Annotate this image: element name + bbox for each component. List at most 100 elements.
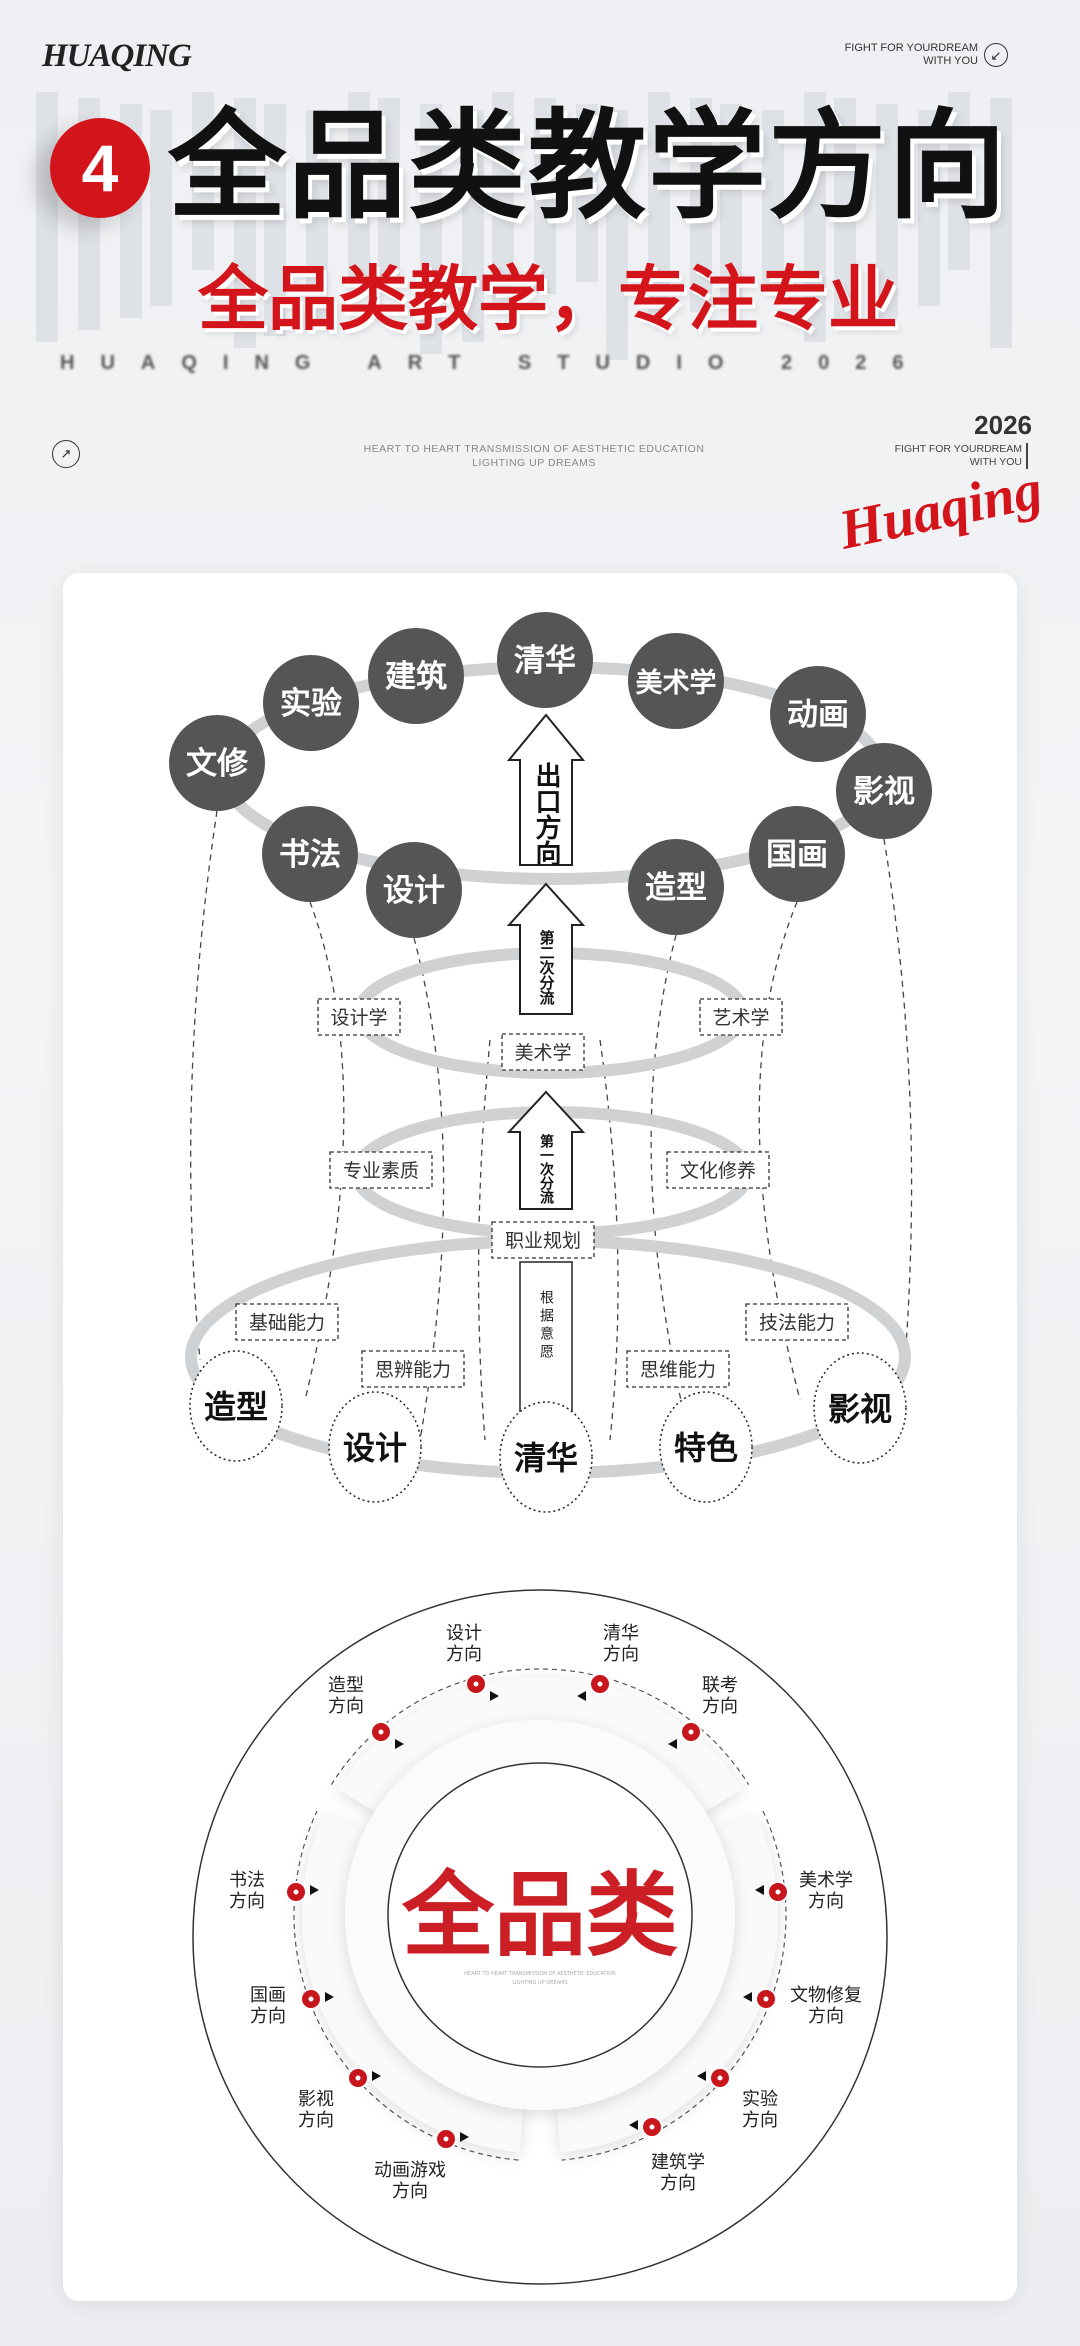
page-subtitle: 全品类教学，专注专业 xyxy=(198,258,898,340)
ability-label-box xyxy=(626,1350,730,1388)
outlet-label: 美术学 xyxy=(636,667,717,699)
direction-dot-center xyxy=(649,2124,655,2130)
dashed-connector xyxy=(599,1039,619,1441)
outlet-label: 造型 xyxy=(645,870,707,906)
triangle-pointer-icon xyxy=(490,1691,499,1701)
up-arrow-icon xyxy=(506,1090,586,1210)
up-arrow-icon xyxy=(506,882,586,1015)
flow-diagram: 文修实验建筑清华美术学动画影视国画造型设计书法设计学美术学艺术学专业素质职业规划… xyxy=(169,612,932,1513)
outlet-circle xyxy=(497,612,593,708)
base-circle xyxy=(328,1391,422,1503)
direction-label: 动画游戏 xyxy=(374,2160,446,2181)
level2-label: 艺术学 xyxy=(712,1007,769,1029)
ability-label: 思维能力 xyxy=(640,1359,716,1381)
base-circle xyxy=(813,1352,907,1464)
ability-label-box xyxy=(361,1350,465,1388)
background-watermark xyxy=(36,92,1012,360)
top-sector xyxy=(338,1676,742,1825)
wheel-center-title: 全品类 xyxy=(401,1862,678,1969)
watermark-stripe xyxy=(492,92,514,306)
base-circle xyxy=(499,1401,593,1513)
shaft-label: 根据意愿 xyxy=(538,1290,554,1362)
direction-dot-center xyxy=(443,2136,449,2142)
direction-label: 联考 xyxy=(702,1675,738,1696)
outlet-circle xyxy=(366,842,462,938)
ability-label-box xyxy=(235,1303,339,1341)
direction-dot-center xyxy=(717,2075,723,2081)
base-label: 造型 xyxy=(204,1388,268,1426)
watermark-stripe xyxy=(876,104,898,318)
base-circle xyxy=(659,1391,753,1503)
triangle-pointer-icon xyxy=(668,1739,677,1749)
base-circle xyxy=(189,1350,283,1462)
level1-label-box xyxy=(666,1151,770,1189)
outlet-circle xyxy=(169,715,265,811)
watermark-stripe xyxy=(150,110,172,306)
triangle-pointer-icon xyxy=(460,2132,469,2142)
tagline-line: WITH YOU xyxy=(923,55,978,67)
level1-label: 文化修养 xyxy=(680,1160,756,1182)
outlet-label: 建筑 xyxy=(385,659,447,695)
direction-label: 方向 xyxy=(702,1696,738,1717)
direction-dot-center xyxy=(473,1681,479,1687)
direction-label: 实验 xyxy=(742,2089,778,2110)
step-number-badge: 4 xyxy=(50,118,150,218)
level2-label: 美术学 xyxy=(514,1042,571,1064)
outlet-label: 动画 xyxy=(787,697,849,733)
watermark-stripe xyxy=(918,110,940,306)
watermark-stripe xyxy=(948,92,970,270)
outlet-circle xyxy=(749,806,845,902)
slogan-line: HEART TO HEART TRANSMISSION OF AESTHETIC… xyxy=(363,443,705,455)
watermark-stripe xyxy=(264,104,286,336)
direction-dot-center xyxy=(688,1729,694,1735)
watermark-stripe xyxy=(192,92,214,270)
direction-label: 方向 xyxy=(660,2173,696,2194)
arrow-up-right-icon: ↗ xyxy=(52,440,80,468)
outlet-label: 书法 xyxy=(279,837,341,873)
outlet-label: 设计 xyxy=(383,873,445,909)
direction-label: 美术学 xyxy=(799,1870,853,1891)
outlet-label: 实验 xyxy=(280,686,342,722)
tagline-line: FIGHT FOR YOURDREAM xyxy=(844,42,978,54)
base-label: 清华 xyxy=(514,1439,578,1477)
direction-label: 清华 xyxy=(603,1623,639,1644)
triangle-pointer-icon xyxy=(743,1992,752,2002)
watermark-stripe xyxy=(576,104,598,282)
base-label: 影视 xyxy=(828,1390,892,1428)
direction-label: 方向 xyxy=(298,2110,334,2131)
watermark-stripe xyxy=(762,110,784,288)
direction-label: 方向 xyxy=(446,1644,482,1665)
outlet-label: 影视 xyxy=(853,774,915,810)
triangle-pointer-icon xyxy=(325,1992,334,2002)
level1-label: 职业规划 xyxy=(505,1230,581,1252)
watermark-stripe xyxy=(990,98,1012,348)
level1-label: 专业素质 xyxy=(343,1160,419,1182)
level1-label-box xyxy=(329,1151,433,1189)
outlet-label: 国画 xyxy=(766,837,828,873)
direction-dot-center xyxy=(597,1681,603,1687)
direction-label: 书法 xyxy=(229,1870,265,1891)
triangle-pointer-icon xyxy=(629,2120,638,2130)
watermark-stripe xyxy=(306,110,328,324)
watermark-stripe xyxy=(834,98,856,330)
shaft xyxy=(519,1261,573,1423)
level2-label: 设计学 xyxy=(330,1007,387,1029)
level2-label-box xyxy=(699,998,783,1036)
arrow-second-label: 第二次分流 xyxy=(537,930,556,1005)
direction-dot-center xyxy=(293,1889,299,1895)
direction-dot-center xyxy=(775,1889,781,1895)
outlet-circle xyxy=(628,839,724,935)
direction-label: 影视 xyxy=(298,2089,334,2110)
watermark-stripe xyxy=(606,110,628,360)
direction-label: 方向 xyxy=(328,1696,364,1717)
page-title: 全品类教学方向 xyxy=(168,97,1009,235)
triangle-pointer-icon xyxy=(372,2071,381,2081)
watermark-stripe xyxy=(804,92,826,342)
arrow-first-label: 第一次分流 xyxy=(538,1134,554,1204)
wheel-center-small: LIGHTING UP DREAMS xyxy=(512,1980,567,1986)
triangle-pointer-icon xyxy=(310,1885,319,1895)
direction-label: 造型 xyxy=(328,1675,364,1696)
watermark-stripe xyxy=(690,98,712,312)
triangle-pointer-icon xyxy=(755,1885,764,1895)
